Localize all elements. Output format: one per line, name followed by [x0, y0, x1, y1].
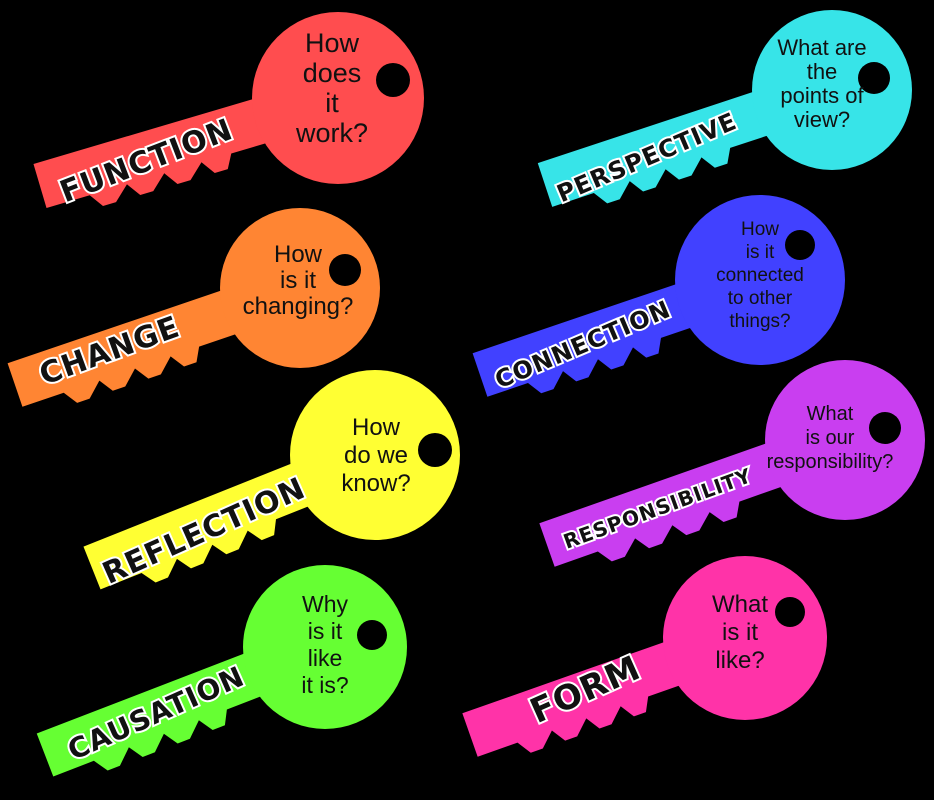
question-line: changing? [243, 293, 354, 320]
key-head [752, 10, 912, 170]
key-hole-icon [418, 433, 452, 467]
question-line: is our [806, 427, 855, 449]
question-line: do we [344, 442, 408, 469]
question-line: What [807, 403, 854, 425]
question-line: How [741, 219, 779, 240]
key-head [243, 565, 407, 729]
question-line: What [712, 591, 768, 618]
question-line: to other [728, 288, 793, 309]
question-line: What are [777, 35, 866, 60]
key-hole-icon [869, 412, 901, 444]
question-line: connected [716, 265, 804, 286]
key-head [290, 370, 460, 540]
question-line: does [303, 58, 362, 88]
question-line: the [807, 59, 838, 84]
question-line: like [308, 645, 343, 671]
question-line: view? [794, 107, 850, 132]
question-line: How [305, 28, 360, 58]
key-hole-icon [858, 62, 890, 94]
question-line: is it [722, 619, 758, 646]
question-line: points of [780, 83, 864, 108]
question-line: is it [746, 242, 775, 263]
key-head [765, 360, 925, 520]
question-line: work? [295, 118, 368, 148]
key-hole-icon [785, 230, 815, 260]
question-line: How [352, 414, 401, 441]
key-head [663, 556, 827, 720]
question-line: things? [729, 311, 790, 332]
key-hole-icon [357, 620, 387, 650]
key-head [220, 208, 380, 368]
question-line: know? [341, 470, 410, 497]
key-hole-icon [376, 63, 410, 97]
key-hole-icon [775, 597, 805, 627]
question-line: is it [308, 618, 343, 644]
question-line: it is? [301, 672, 348, 698]
question-line: How [274, 241, 323, 268]
question-line: responsibility? [767, 451, 894, 473]
question-line: is it [280, 267, 316, 294]
question-line: Why [302, 591, 349, 617]
question-line: it [325, 88, 339, 118]
key-hole-icon [329, 254, 361, 286]
question-line: like? [715, 647, 764, 674]
key-head [252, 12, 424, 184]
